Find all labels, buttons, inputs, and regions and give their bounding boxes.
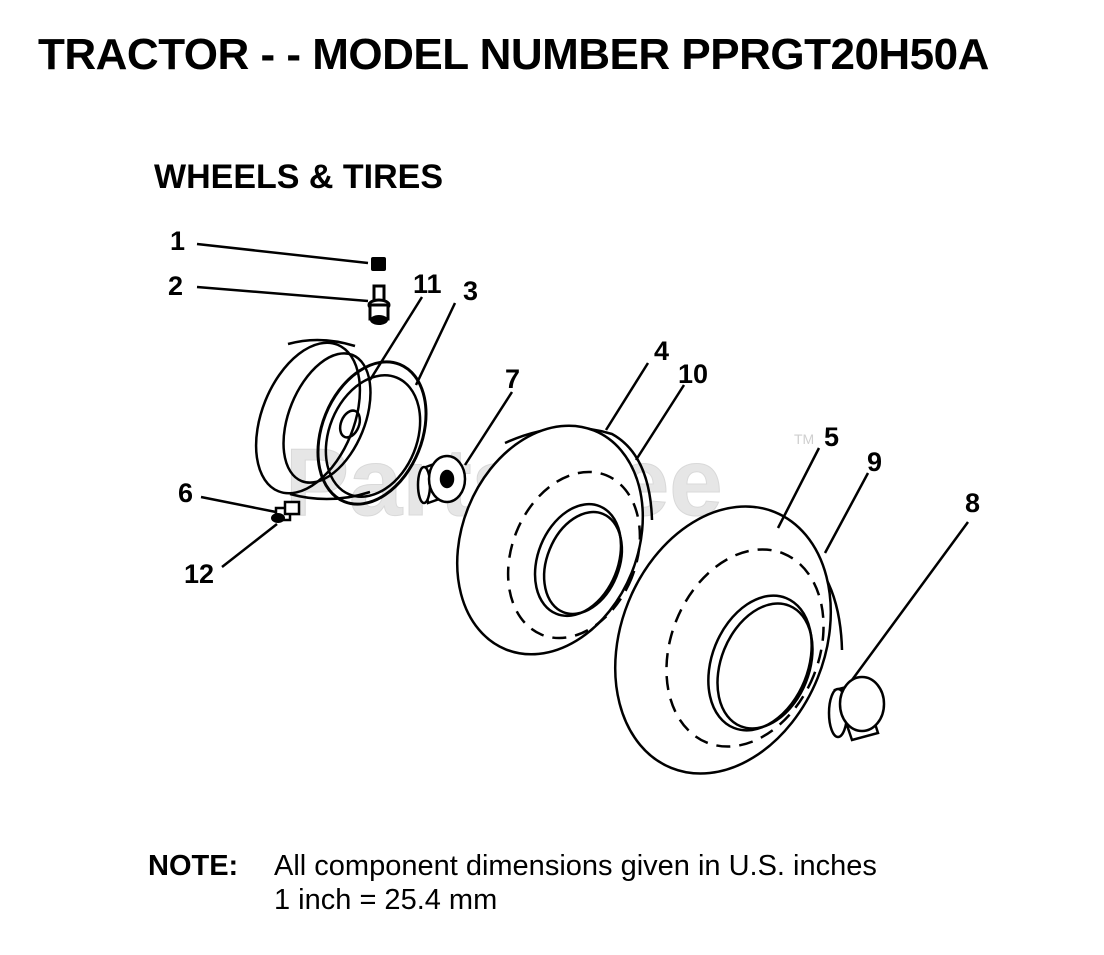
section-title: WHEELS & TIRES <box>154 158 444 196</box>
part-8-hub-cap[interactable] <box>827 675 886 742</box>
watermark-trademark: TM <box>794 431 814 447</box>
callout-6[interactable]: 6 <box>178 478 193 508</box>
part-7-bushing[interactable] <box>416 454 467 505</box>
callout-9[interactable]: 9 <box>867 447 882 477</box>
part-6-grease-fitting[interactable] <box>271 500 301 523</box>
callout-4[interactable]: 4 <box>654 336 669 366</box>
part-4-front-tire[interactable] <box>424 398 676 683</box>
callout-12[interactable]: 12 <box>184 559 214 589</box>
callout-numbers: 1 2 3 4 5 6 7 8 9 10 11 12 <box>168 226 980 589</box>
watermark-text: PartsTree <box>285 429 723 536</box>
leader-lines <box>196 242 970 681</box>
part-5-rear-tire[interactable] <box>577 474 870 806</box>
part-3-rim-flange[interactable] <box>298 346 446 521</box>
callout-1[interactable]: 1 <box>170 226 185 256</box>
note-label: NOTE: <box>148 850 239 882</box>
note: NOTE: All component dimensions given in U… <box>148 850 877 883</box>
page-title: TRACTOR - - MODEL NUMBER PPRGT20H50A <box>38 30 989 79</box>
watermark: PartsTree TM <box>285 429 815 537</box>
callout-3[interactable]: 3 <box>463 276 478 306</box>
callout-2[interactable]: 2 <box>168 271 183 301</box>
callout-10[interactable]: 10 <box>678 359 708 389</box>
note-line-2: 1 inch = 25.4 mm <box>274 884 498 916</box>
callout-7[interactable]: 7 <box>505 364 520 394</box>
callout-5[interactable]: 5 <box>824 422 839 452</box>
callout-11[interactable]: 11 <box>413 269 442 299</box>
part-11-wheel-rim[interactable] <box>236 328 438 511</box>
callout-8[interactable]: 8 <box>965 488 980 518</box>
note-line-1: All component dimensions given in U.S. i… <box>274 850 877 882</box>
part-1-valve-cap[interactable] <box>371 257 386 271</box>
part-2-valve-stem[interactable] <box>367 284 391 325</box>
